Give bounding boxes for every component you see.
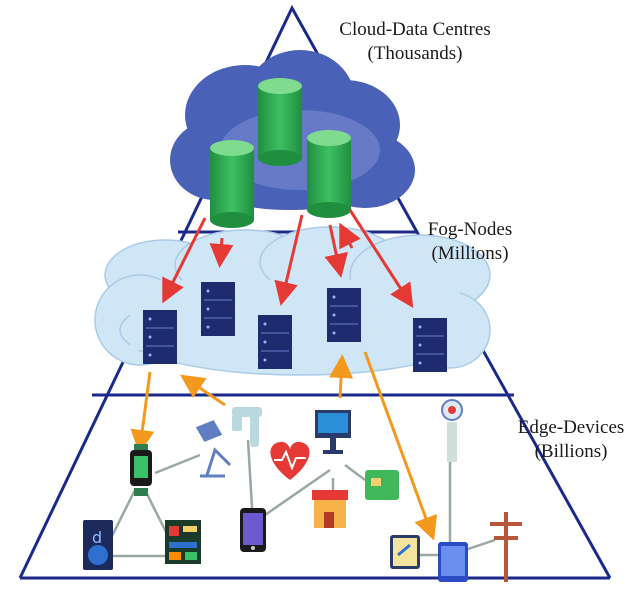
svg-text:d: d	[92, 528, 102, 547]
server-icon	[258, 315, 292, 369]
edge-tier-label: Edge-Devices (Billions)	[512, 416, 630, 464]
database-icon	[307, 130, 351, 218]
orange-arrow	[130, 371, 155, 454]
map-icon	[390, 535, 420, 569]
speaker-icon: d	[83, 520, 113, 570]
desk-lamp-icon	[195, 420, 232, 478]
pyramid-sides	[18, 4, 612, 579]
heart-rate-icon	[270, 441, 310, 480]
red-arrow	[162, 217, 207, 304]
circuit-board-icon	[165, 520, 201, 564]
fog-edge-arrows	[130, 351, 438, 541]
red-arrow	[324, 224, 348, 278]
server-icon	[413, 318, 447, 372]
fog-tier-label: Fog-Nodes (Millions)	[405, 218, 535, 266]
shop-icon	[312, 490, 348, 528]
fog-tier-count: (Millions)	[431, 243, 509, 264]
server-icon	[143, 310, 177, 364]
red-arrow	[339, 222, 361, 250]
orange-arrow	[329, 354, 354, 399]
server-icon	[327, 288, 361, 342]
fog-tier-title: Fog-Nodes	[427, 219, 513, 240]
fog-servers	[143, 282, 447, 372]
orange-arrow	[180, 374, 226, 407]
power-pole-icon	[490, 512, 522, 582]
red-arrow	[274, 214, 304, 306]
edge-tier-count: (Billions)	[534, 441, 608, 462]
cloud-tier-label: Cloud-Data Centres (Thousands)	[305, 18, 525, 66]
smartwatch-icon	[130, 444, 152, 496]
server-icon	[201, 282, 235, 336]
edge-tier-title: Edge-Devices	[517, 417, 625, 438]
monitor-icon	[315, 410, 351, 454]
database-icon	[258, 78, 302, 166]
orange-arrow	[363, 351, 438, 541]
device-links	[108, 439, 496, 558]
gps-tracker-icon	[441, 399, 463, 462]
tablet-icon	[438, 542, 468, 582]
faucet-icon	[232, 407, 262, 447]
cloud-tier-title: Cloud-Data Centres	[339, 19, 491, 40]
database-icon	[210, 140, 254, 228]
red-arrow	[209, 237, 234, 268]
smart-meter-icon	[365, 470, 399, 500]
cloud-tier-count: (Thousands)	[367, 43, 463, 64]
smartphone-icon	[240, 508, 266, 552]
cloud-fog-arrows	[162, 209, 414, 309]
